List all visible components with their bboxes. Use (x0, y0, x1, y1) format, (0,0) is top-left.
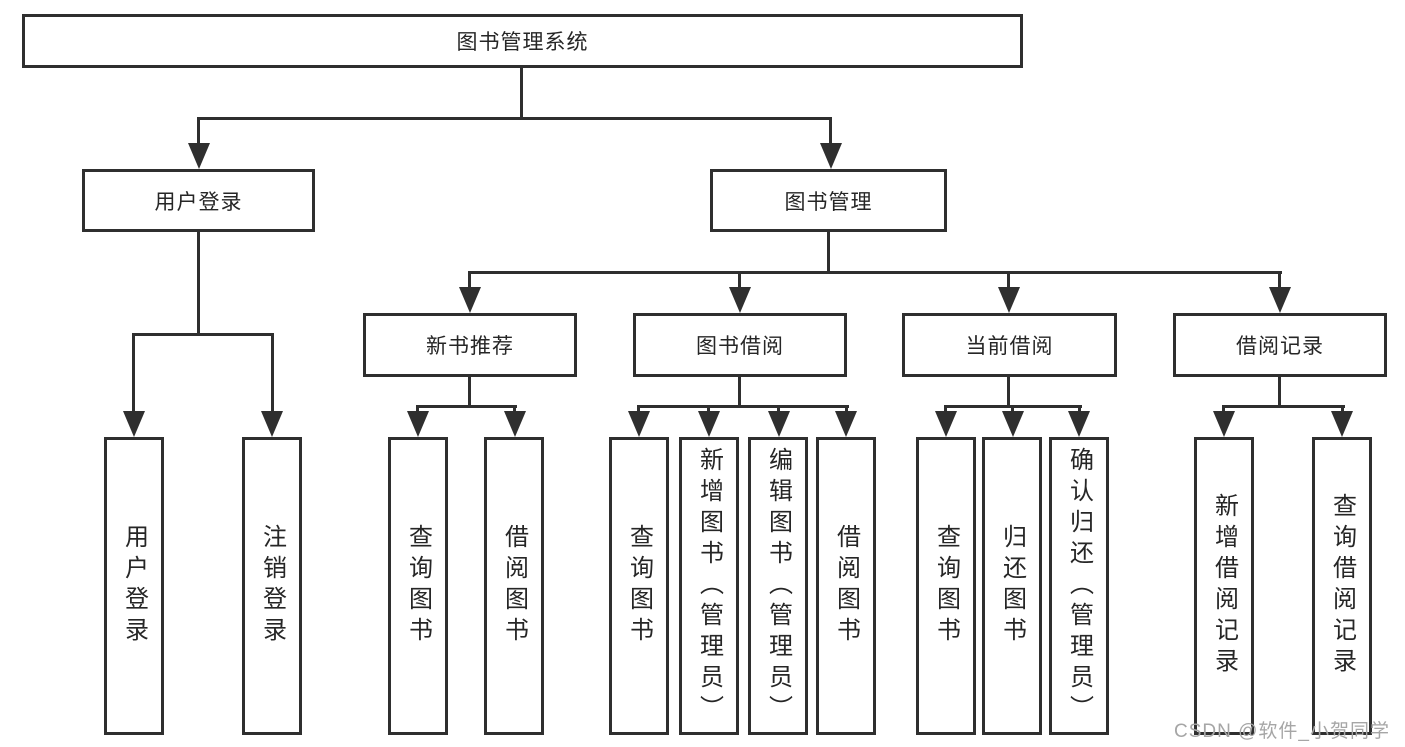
arrow-down-icon (123, 411, 145, 437)
leaf-query-borrow-record-label: 查询借阅记录 (1328, 493, 1356, 679)
connector-line (1007, 271, 1010, 291)
arrow-down-icon (188, 143, 210, 169)
connector-line (1222, 405, 1345, 408)
connector-line (1007, 377, 1010, 408)
connector-line (468, 271, 471, 291)
connector-line (637, 405, 849, 408)
arrow-down-icon (407, 411, 429, 437)
connector-line (468, 377, 471, 408)
node-book-management-label: 图书管理 (784, 190, 873, 214)
connector-line (827, 232, 830, 273)
arrow-down-icon (729, 287, 751, 313)
leaf-query-books-current: 查询图书 (916, 437, 976, 735)
connector-line (520, 68, 523, 120)
leaf-edit-books-admin: 编辑图书（管理员） (748, 437, 808, 735)
arrow-down-icon (768, 411, 790, 437)
leaf-borrow-books: 借阅图书 (816, 437, 876, 735)
leaf-logout-label: 注销登录 (258, 524, 286, 648)
node-current-borrowing-label: 当前借阅 (965, 335, 1054, 358)
connector-line (197, 232, 200, 336)
arrow-down-icon (820, 143, 842, 169)
leaf-edit-books-admin-label: 编辑图书（管理员） (764, 446, 792, 726)
arrow-down-icon (1002, 411, 1024, 437)
node-root: 图书管理系统 (22, 14, 1023, 68)
leaf-query-borrow-record: 查询借阅记录 (1312, 437, 1372, 735)
leaf-return-books-label: 归还图书 (998, 524, 1026, 648)
node-book-management: 图书管理 (710, 169, 947, 232)
arrow-down-icon (1213, 411, 1235, 437)
arrow-down-icon (628, 411, 650, 437)
watermark-text: CSDN @软件_小贺同学 (1174, 721, 1390, 742)
connector-line (197, 117, 832, 120)
connector-line (132, 333, 274, 336)
node-new-book-recommend-label: 新书推荐 (426, 335, 514, 358)
node-borrowing-records-label: 借阅记录 (1236, 335, 1324, 358)
node-book-borrowing: 图书借阅 (633, 313, 847, 377)
connector-line (1278, 271, 1281, 291)
leaf-confirm-return-admin: 确认归还（管理员） (1049, 437, 1109, 735)
leaf-user-login: 用户登录 (104, 437, 164, 735)
leaf-add-books-admin: 新增图书（管理员） (679, 437, 739, 735)
arrow-down-icon (1331, 411, 1353, 437)
arrow-down-icon (698, 411, 720, 437)
arrow-down-icon (998, 287, 1020, 313)
connector-line (829, 117, 832, 147)
leaf-confirm-return-admin-label: 确认归还（管理员） (1065, 446, 1093, 726)
node-book-borrowing-label: 图书借阅 (696, 335, 784, 358)
arrow-down-icon (1068, 411, 1090, 437)
leaf-borrow-books-recommend-label: 借阅图书 (500, 524, 528, 648)
connector-line (1278, 377, 1281, 408)
leaf-user-login-label: 用户登录 (120, 524, 148, 648)
arrow-down-icon (261, 411, 283, 437)
leaf-query-books-current-label: 查询图书 (932, 524, 960, 648)
arrow-down-icon (935, 411, 957, 437)
node-root-label: 图书管理系统 (456, 31, 589, 54)
connector-line (738, 271, 741, 291)
leaf-borrow-books-label: 借阅图书 (832, 524, 860, 648)
node-new-book-recommend: 新书推荐 (363, 313, 577, 377)
arrow-down-icon (504, 411, 526, 437)
node-borrowing-records: 借阅记录 (1173, 313, 1387, 377)
connector-line (197, 117, 200, 147)
leaf-query-books-recommend-label: 查询图书 (404, 524, 432, 648)
leaf-borrow-books-recommend: 借阅图书 (484, 437, 544, 735)
connector-line (738, 377, 741, 408)
connector-line (416, 405, 517, 408)
node-current-borrowing: 当前借阅 (902, 313, 1117, 377)
leaf-return-books: 归还图书 (982, 437, 1042, 735)
leaf-query-books-recommend: 查询图书 (388, 437, 448, 735)
leaf-add-books-admin-label: 新增图书（管理员） (695, 446, 723, 726)
arrow-down-icon (835, 411, 857, 437)
connector-line (271, 333, 274, 415)
leaf-logout: 注销登录 (242, 437, 302, 735)
leaf-query-books-borrow: 查询图书 (609, 437, 669, 735)
connector-line (468, 271, 1282, 274)
arrow-down-icon (459, 287, 481, 313)
leaf-add-borrow-record: 新增借阅记录 (1194, 437, 1254, 735)
arrow-down-icon (1269, 287, 1291, 313)
leaf-query-books-borrow-label: 查询图书 (625, 524, 653, 648)
node-user-login-label: 用户登录 (154, 190, 243, 214)
connector-line (132, 333, 135, 415)
node-user-login: 用户登录 (82, 169, 315, 232)
leaf-add-borrow-record-label: 新增借阅记录 (1210, 493, 1238, 679)
